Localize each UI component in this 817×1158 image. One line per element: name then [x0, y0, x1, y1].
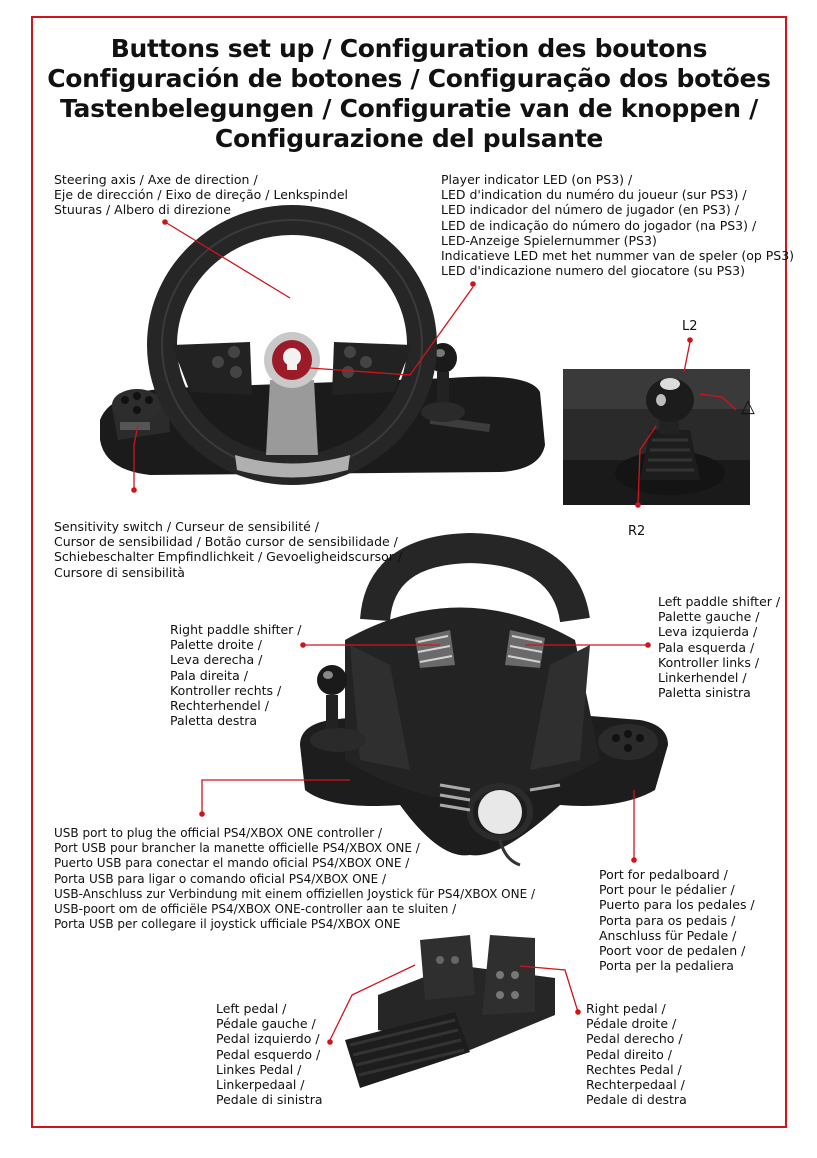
title-line: Configurazione del pulsante — [214, 124, 604, 153]
left-pedal-label: Left pedal / Pédale gauche / Pedal izqui… — [216, 1001, 323, 1108]
right-pedal-label: Right pedal / Pédale droite / Pedal dere… — [586, 1001, 687, 1108]
title-line: Buttons set up / Configuration des bouto… — [110, 34, 708, 63]
usb-port-label: USB port to plug the official PS4/XBOX O… — [54, 826, 536, 932]
pedal-port-label: Port for pedalboard / Port pour le pédal… — [599, 867, 755, 974]
callout-lines — [133, 221, 737, 1041]
title-line: Tastenbelegungen / Configuratie van de k… — [60, 94, 758, 123]
right-paddle-label: Right paddle shifter / Palette droite / … — [170, 622, 302, 729]
steering-axis-label: Steering axis / Axe de direction / Eje d… — [54, 172, 348, 218]
sensitivity-switch-label: Sensitivity switch / Curseur de sensibil… — [54, 519, 403, 580]
r2-label: R2 — [628, 524, 646, 539]
page-frame — [31, 16, 787, 1128]
wheel-rear-image — [300, 532, 668, 867]
wheel-front-image — [100, 205, 545, 485]
pedals-image — [345, 935, 555, 1088]
player-led-label: Player indicator LED (on PS3) / LED d'in… — [441, 172, 795, 279]
callout-dots — [131, 219, 693, 1045]
l2-label: L2 — [682, 319, 698, 334]
gear-closeup-image — [563, 369, 750, 505]
left-paddle-label: Left paddle shifter / Palette gauche / L… — [658, 594, 781, 701]
triangle-button-label: △ — [741, 396, 755, 417]
title-line: Configuración de botones / Configuração … — [47, 64, 771, 93]
page-title: Buttons set up / Configuration des bouto… — [31, 34, 787, 154]
